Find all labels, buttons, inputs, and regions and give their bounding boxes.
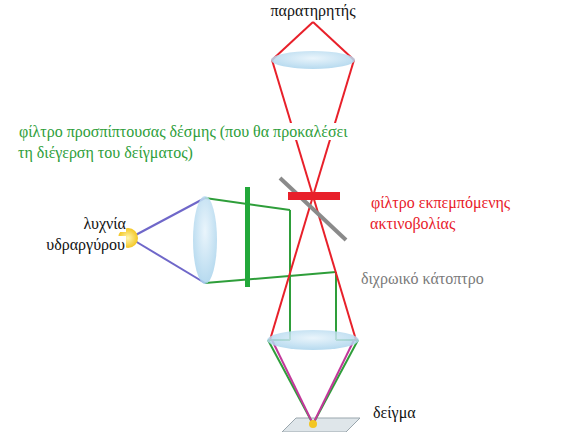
label-text: παρατηρητής <box>269 2 356 19</box>
sample-spot <box>309 420 317 428</box>
objective-lens <box>267 330 359 350</box>
lamp-label: λυχνία υδραργύρου <box>16 213 126 255</box>
mirror-label: διχρωικό κάτοπτρο <box>360 268 560 289</box>
emission-rays <box>270 22 356 340</box>
label-text: λυχνία υδραργύρου <box>46 215 126 253</box>
excitation-filter <box>245 187 250 287</box>
observer-label: παρατηρητής <box>253 0 373 21</box>
label-text: δείγμα <box>372 404 417 421</box>
emission-rays-lower <box>272 340 354 424</box>
label-text: διχρωικό κάτοπτρο <box>360 270 485 287</box>
dichroic-mirror <box>280 178 346 240</box>
emission-filter-label: φίλτρο εκπεμπόμενης ακτινοβολίας <box>370 192 570 234</box>
slide <box>282 418 360 432</box>
condenser-lens <box>193 196 217 284</box>
label-text: φίλτρο εκπεμπόμενης ακτινοβολίας <box>370 194 510 232</box>
excitation-filter-label: φίλτρο προσπίπτουσας δέσμης (που θα προκ… <box>18 121 348 163</box>
emission-filter <box>288 192 340 200</box>
label-text: φίλτρο προσπίπτουσας δέσμης (που θα προκ… <box>18 123 348 161</box>
eyepiece-lens <box>271 51 355 69</box>
sample-label: δείγμα <box>372 402 522 423</box>
